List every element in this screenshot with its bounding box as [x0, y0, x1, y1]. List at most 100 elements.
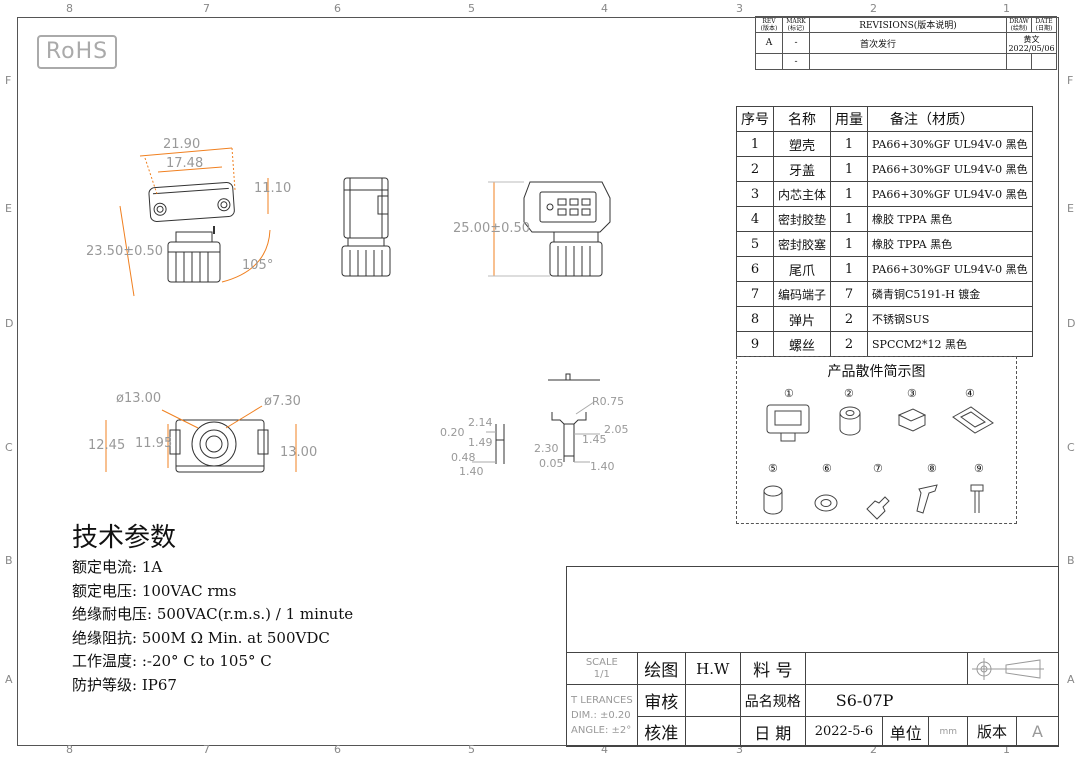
spec-line: 额定电压: 100VAC rms — [72, 581, 237, 600]
part-gasket-icon — [952, 406, 994, 434]
rev-value: A — [755, 32, 783, 54]
revision-date — [1031, 53, 1057, 70]
bom-name: 编码端子 — [772, 281, 832, 307]
bom-qty: 1 — [830, 181, 869, 207]
part-label: ④ — [965, 387, 975, 400]
part-label: ⑦ — [873, 462, 883, 475]
revisions-table: REV (版本) MARK (标记) REVISIONS(版本说明) DRAW … — [755, 16, 1057, 70]
parts-diagram: 产品散件简示图 ① ② ③ ④ ⑤ ⑥ ⑦ ⑧ ⑨ — [736, 356, 1017, 524]
dim-1-40b: 1.40 — [590, 460, 615, 473]
dim-1-40: 1.40 — [459, 465, 484, 478]
dim-0-05: 0.05 — [539, 457, 564, 470]
part-label: ① — [784, 387, 794, 400]
bom-name: 密封胶垫 — [772, 206, 832, 232]
dim-2-14: 2.14 — [468, 416, 493, 429]
spec-line: 额定电流: 1A — [72, 558, 163, 576]
zone-bottom: 4 — [601, 743, 608, 756]
draw-value: H.W — [684, 652, 741, 685]
bom-note: PA66+30%GF UL94V-0 黑色 — [867, 181, 1033, 207]
tech-specs: 技术参数 额定电流: 1A 额定电压: 100VAC rms 绝缘耐电压: 50… — [72, 520, 353, 697]
bom-no: 7 — [736, 281, 774, 307]
date-label: 日 期 — [739, 716, 806, 747]
part-screw-icon — [970, 484, 984, 492]
bom-header-no: 序号 — [736, 106, 774, 132]
bom-qty: 1 — [830, 206, 869, 232]
material-label: 料 号 — [739, 652, 806, 685]
drawing-frame — [17, 17, 1059, 746]
bom-qty: 1 — [830, 156, 869, 182]
bom-no: 3 — [736, 181, 774, 207]
rev-value — [755, 53, 783, 70]
zone-top: 3 — [736, 2, 743, 15]
zone-bottom: 3 — [736, 743, 743, 756]
zone-side: A — [5, 673, 13, 686]
dim-11-95: 11.95 — [135, 436, 173, 451]
zone-top: 1 — [1003, 2, 1010, 15]
draw-header: DRAW (绘制) — [1006, 16, 1032, 33]
draw-label: 绘图 — [636, 652, 686, 685]
part-label: ⑧ — [927, 462, 937, 475]
bom-note: 不锈钢SUS — [867, 306, 1033, 332]
revision-desc: 首次发行 — [809, 32, 1007, 54]
tolerance-angle: ANGLE: ±2° — [571, 725, 632, 736]
dim-17-48: 17.48 — [166, 156, 204, 171]
dim-21-90: 21.90 — [163, 137, 201, 152]
review-value — [684, 684, 741, 717]
rev-header: REV (版本) — [755, 16, 783, 33]
tolerance-label: T LERANCES — [571, 695, 633, 706]
dim-12-45: 12.45 — [88, 438, 126, 453]
unit-label: 单位 — [882, 716, 930, 747]
scale-value: 1/1 — [593, 668, 610, 680]
zone-bottom: 2 — [870, 743, 877, 756]
zone-top: 5 — [468, 2, 475, 15]
zone-bottom: 8 — [66, 743, 73, 756]
rohs-logo: RoHS — [37, 35, 117, 69]
part-terminal-icon — [866, 496, 890, 520]
projection-icon — [972, 657, 1045, 680]
dim-25-00: 25.00±0.50 — [453, 221, 531, 236]
tolerance-cell: T LERANCES DIM.: ±0.20 ANGLE: ±2° — [566, 684, 638, 747]
zone-side: B — [5, 554, 13, 567]
dim-11-10: 11.10 — [254, 181, 292, 196]
bom-qty: 2 — [830, 331, 869, 357]
bom-no: 4 — [736, 206, 774, 232]
specs-title: 技术参数 — [72, 523, 177, 553]
zone-bottom: 1 — [1003, 743, 1010, 756]
bom-name: 牙盖 — [772, 156, 832, 182]
material-value — [804, 652, 969, 685]
zone-bottom: 7 — [203, 743, 210, 756]
dim-1-49: 1.49 — [468, 436, 493, 449]
revision-draw — [1006, 53, 1032, 70]
scale-label: SCALE — [585, 656, 618, 668]
bom-qty: 2 — [830, 306, 869, 332]
part-label: ② — [844, 387, 854, 400]
zone-side: C — [5, 441, 13, 454]
bom-note: 橡胶 TPPA 黑色 — [867, 231, 1033, 257]
dim-2-05: 2.05 — [604, 423, 629, 436]
zone-side: A — [1067, 673, 1075, 686]
bom-header-note: 备注（材质） — [867, 106, 1033, 132]
revision-draw: 黄文 — [1023, 34, 1040, 44]
part-plug-icon — [763, 485, 783, 497]
bom-note: PA66+30%GF UL94V-0 黑色 — [867, 131, 1033, 157]
zone-side: F — [5, 74, 12, 87]
dim-2-30: 2.30 — [534, 442, 559, 455]
part-label: ⑨ — [974, 462, 984, 475]
dim-13-00: 13.00 — [280, 445, 318, 460]
part-nut-icon — [839, 406, 861, 420]
bom-note: SPCCM2*12 黑色 — [867, 331, 1033, 357]
spec-line: 工作温度: :-20° C to 105° C — [72, 652, 272, 670]
unit-value: mm — [928, 716, 969, 747]
dim-0-48: 0.48 — [451, 451, 476, 464]
zone-top: 7 — [203, 2, 210, 15]
tolerance-dim: DIM.: ±0.20 — [571, 710, 631, 721]
bom-header-name: 名称 — [772, 106, 832, 132]
part-housing-icon — [766, 404, 810, 434]
